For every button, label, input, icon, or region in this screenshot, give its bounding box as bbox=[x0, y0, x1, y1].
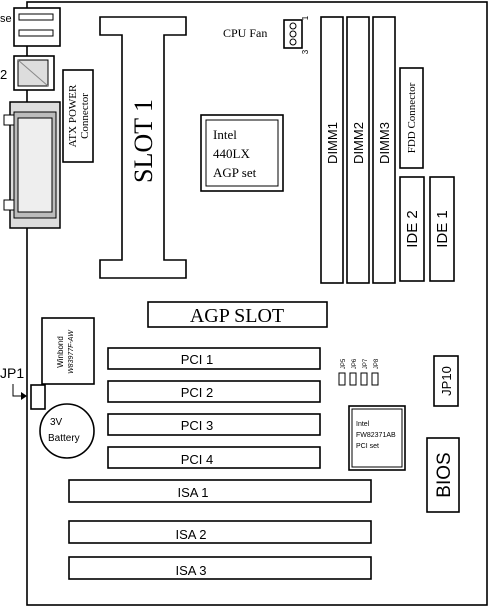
fdd-connector-label: FDD Connector bbox=[406, 82, 418, 153]
intel-440lx-label-line1: Intel bbox=[213, 127, 237, 142]
pci2-slot: PCI 2 bbox=[107, 380, 321, 403]
serial-port-connector bbox=[3, 101, 61, 229]
pci3-slot: PCI 3 bbox=[107, 413, 321, 436]
ide1-label: IDE 1 bbox=[434, 210, 451, 248]
dimm3-slot: DIMM3 bbox=[372, 16, 396, 284]
jp5-label: JP5 bbox=[341, 358, 347, 369]
cpu-fan-pin3-label: 3 bbox=[301, 49, 310, 54]
jp5-8-jumpers: JP5 JP6 JP7 JP8 bbox=[338, 358, 380, 386]
atx-power-connector: ATX POWER Connector bbox=[62, 69, 94, 163]
dimm1-slot: DIMM1 bbox=[320, 16, 344, 284]
dimm2-label: DIMM2 bbox=[351, 122, 366, 164]
isa1-label: ISA 1 bbox=[177, 485, 208, 500]
cpu-fan-pin1-label: 1 bbox=[301, 15, 310, 20]
slot1: SLOT 1 bbox=[99, 16, 187, 279]
cpu-fan-label: CPU Fan bbox=[223, 26, 267, 40]
pci4-label: PCI 4 bbox=[181, 452, 214, 467]
isa3-slot: ISA 3 bbox=[68, 556, 372, 580]
dimm1-label: DIMM1 bbox=[325, 122, 340, 164]
atx-power-label-line1: ATX POWER bbox=[67, 84, 79, 147]
jp8-label: JP8 bbox=[374, 358, 380, 369]
battery-label-line1: 3V bbox=[50, 417, 63, 428]
fdd-connector: FDD Connector bbox=[399, 67, 424, 169]
battery-label-line2: Battery bbox=[48, 433, 80, 444]
edge-label-top: se bbox=[0, 13, 12, 25]
intel-440lx-chip: Intel 440LX AGP set bbox=[200, 114, 284, 192]
bios-chip: BIOS bbox=[426, 437, 460, 513]
edge-label-mid: 2 bbox=[0, 67, 7, 82]
agp-slot-label: AGP SLOT bbox=[190, 305, 284, 327]
pci4-slot: PCI 4 bbox=[107, 446, 321, 469]
winbond-chip: Winbond W83977F-AW bbox=[41, 317, 95, 385]
jp10-label: JP10 bbox=[439, 366, 454, 396]
isa1-slot: ISA 1 bbox=[68, 479, 372, 503]
pciset-label-line3: PCI set bbox=[356, 443, 379, 450]
usb-connector bbox=[13, 7, 61, 47]
jp7-label: JP7 bbox=[363, 358, 369, 369]
jp10-jumper: JP10 bbox=[433, 355, 459, 407]
ide2-label: IDE 2 bbox=[404, 210, 421, 248]
intel-440lx-label-line2: 440LX bbox=[213, 146, 250, 161]
pciset-label-line1: Intel bbox=[356, 421, 370, 428]
pci1-slot: PCI 1 bbox=[107, 347, 321, 370]
jp1-arrow bbox=[12, 384, 24, 397]
winbond-label-line1: Winbond bbox=[56, 336, 65, 368]
isa3-label: ISA 3 bbox=[175, 563, 206, 578]
ide2-connector: IDE 2 bbox=[399, 176, 425, 282]
dimm3-label: DIMM3 bbox=[377, 122, 392, 164]
atx-power-label-line2: Connector bbox=[79, 93, 91, 139]
winbond-label-line2: W83977F-AW bbox=[68, 329, 75, 374]
pci3-label: PCI 3 bbox=[181, 418, 214, 433]
jp1-label: JP1 bbox=[0, 365, 24, 381]
intel-pciset-chip: Intel FW82371AB PCI set bbox=[348, 405, 406, 471]
pci1-label: PCI 1 bbox=[181, 352, 214, 367]
battery: 3V Battery bbox=[39, 403, 95, 459]
jp1-arrowhead bbox=[21, 392, 27, 400]
pciset-label-line2: FW82371AB bbox=[356, 432, 396, 439]
cpu-fan-connector bbox=[283, 19, 303, 49]
slot1-label: SLOT 1 bbox=[129, 99, 158, 183]
isa2-label: ISA 2 bbox=[175, 527, 206, 542]
isa2-slot: ISA 2 bbox=[68, 520, 372, 544]
jp6-label: JP6 bbox=[352, 358, 358, 369]
intel-440lx-label-line3: AGP set bbox=[213, 165, 257, 180]
agp-slot: AGP SLOT bbox=[147, 301, 328, 328]
pci2-label: PCI 2 bbox=[181, 385, 214, 400]
ps2-connector bbox=[13, 55, 55, 91]
dimm2-slot: DIMM2 bbox=[346, 16, 370, 284]
bios-label: BIOS bbox=[434, 452, 455, 497]
board-outline bbox=[26, 1, 488, 606]
jp1-jumper bbox=[30, 384, 46, 410]
ide1-connector: IDE 1 bbox=[429, 176, 455, 282]
